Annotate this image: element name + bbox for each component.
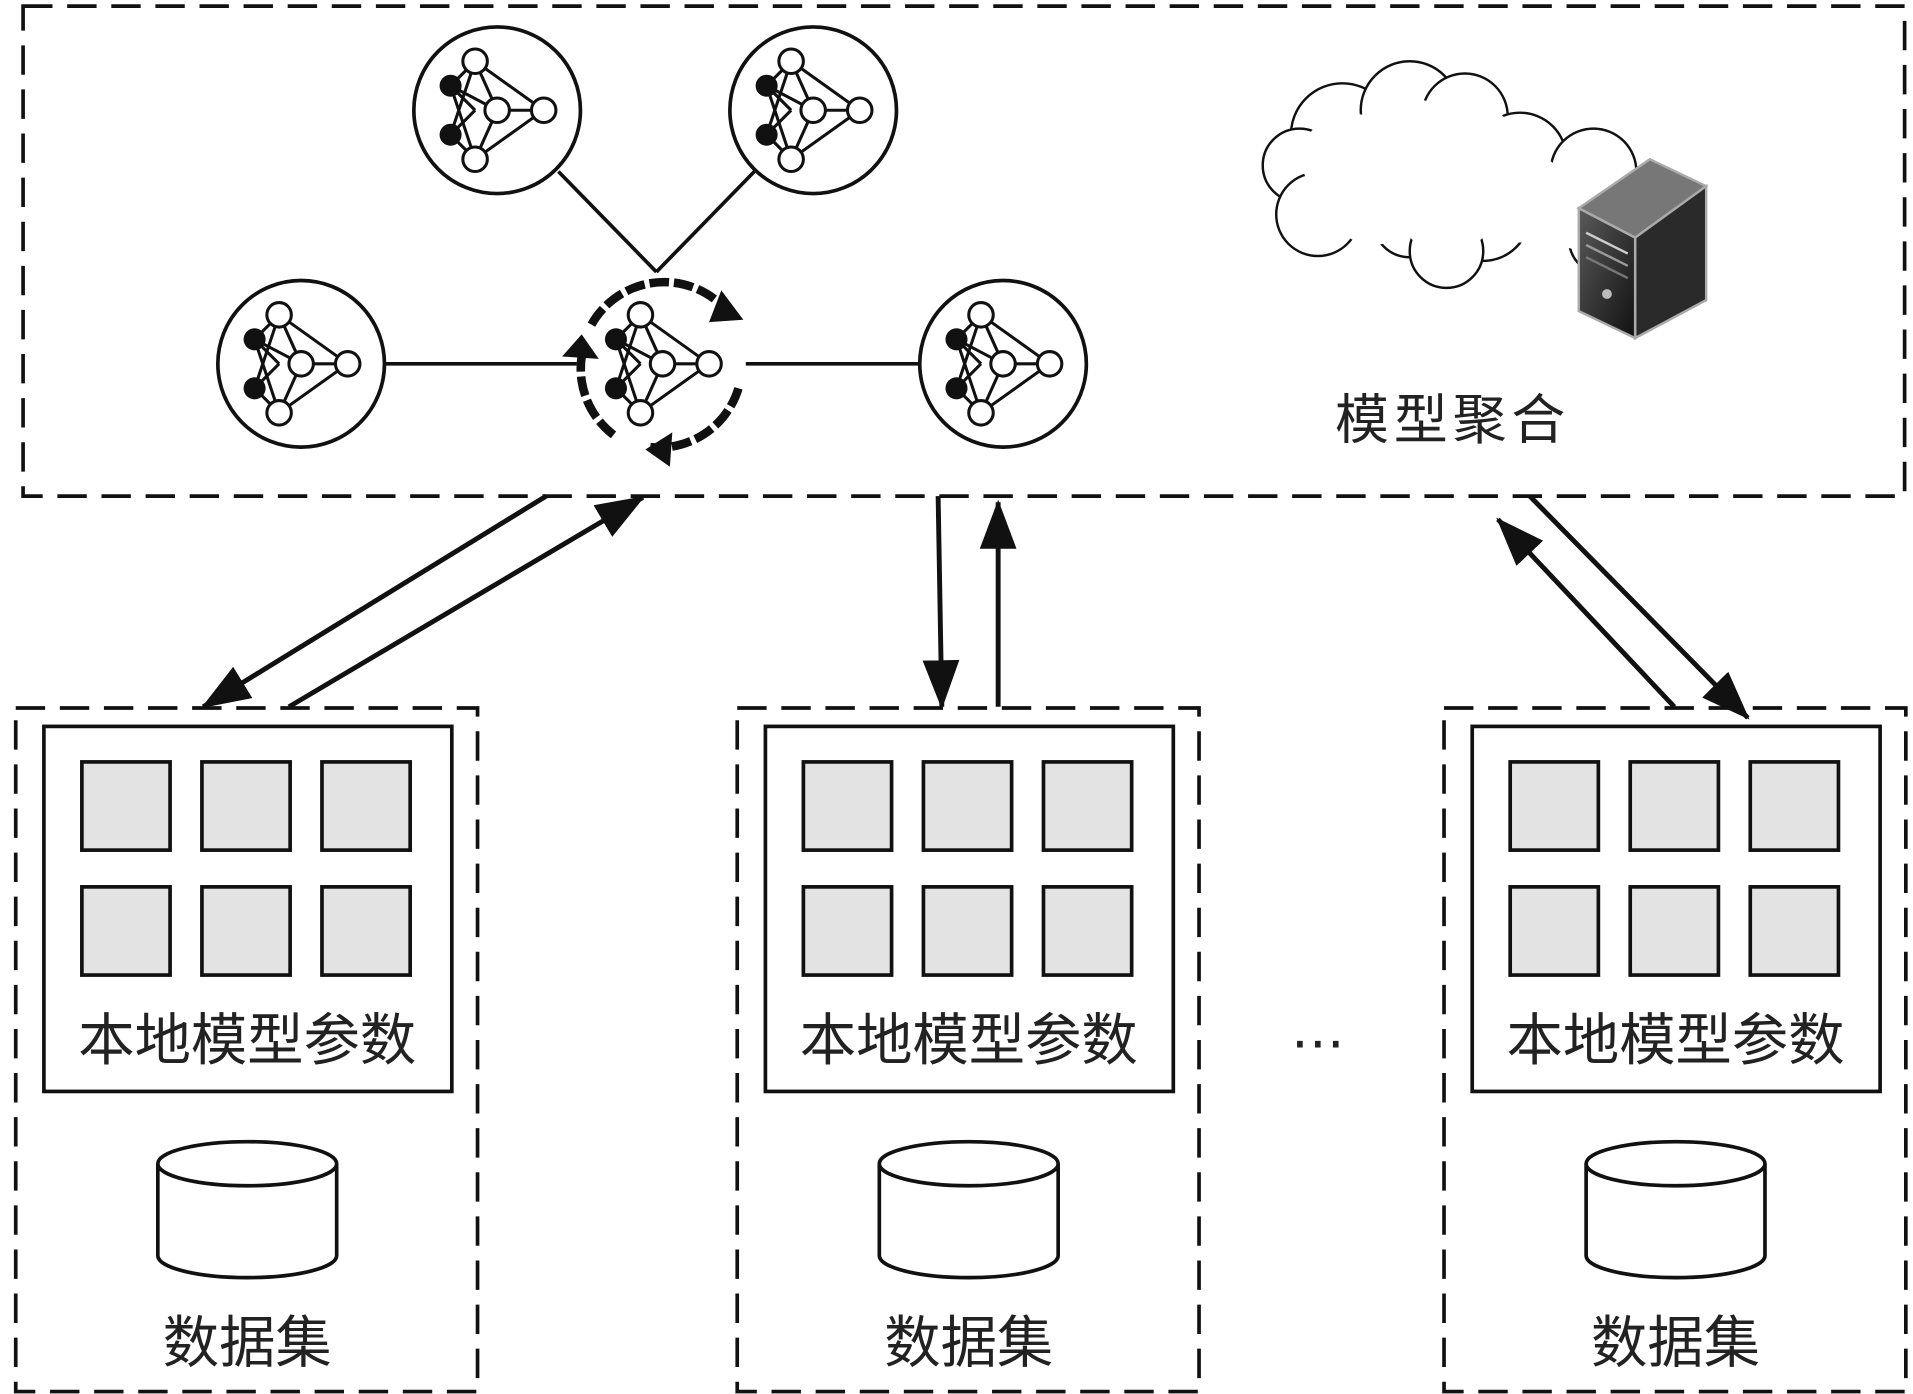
- param-cell: [801, 885, 894, 977]
- download-arrow-1: [201, 494, 548, 709]
- dataset-label: 数据集: [884, 1311, 1053, 1376]
- topology-links: [385, 170, 920, 366]
- dataset-label: 数据集: [163, 1311, 332, 1376]
- param-cell: [320, 885, 413, 977]
- aggregation-region: [21, 4, 1907, 498]
- param-cell: [1041, 760, 1134, 852]
- param-cell: [80, 760, 172, 852]
- client-model-node-1: [412, 25, 583, 196]
- sync-arrowhead: [709, 290, 744, 323]
- client-model-node-3: [216, 278, 387, 449]
- param-cell: [801, 760, 894, 852]
- download-arrow-2: [922, 496, 960, 710]
- param-cell: [320, 760, 413, 852]
- param-cell: [1628, 760, 1721, 852]
- database-icon: [1584, 1139, 1767, 1280]
- client-model-node-4: [917, 278, 1089, 449]
- param-cell: [921, 760, 1014, 852]
- local-params-label: 本地模型参数: [1507, 1009, 1845, 1074]
- neural-network-icon: [603, 301, 723, 427]
- param-cell: [1508, 885, 1601, 977]
- param-cell: [1748, 885, 1841, 977]
- aggregation-label: 模型聚合: [1335, 389, 1570, 452]
- database-icon: [877, 1139, 1061, 1280]
- global-model-node: [562, 277, 744, 467]
- param-cell: [1041, 885, 1134, 977]
- ellipsis: …: [1291, 997, 1345, 1060]
- dataset-label: 数据集: [1591, 1311, 1760, 1376]
- upload-arrow-3: [1496, 517, 1677, 709]
- param-cell: [1508, 760, 1601, 852]
- sync-arrowhead: [645, 432, 673, 467]
- client-model-node-2: [728, 25, 899, 196]
- param-cell: [80, 885, 172, 977]
- param-cell: [1748, 760, 1841, 852]
- sync-arrowhead: [562, 334, 599, 359]
- client-boundary: [13, 706, 480, 1394]
- param-cell: [200, 760, 292, 852]
- server-icon: [1576, 157, 1709, 341]
- param-cell: [1628, 885, 1721, 977]
- communication-arrows: [201, 494, 1750, 720]
- param-cell: [200, 885, 292, 977]
- upload-arrow-1: [287, 495, 646, 709]
- client-boundary: [1442, 706, 1908, 1394]
- local-params-label: 本地模型参数: [78, 1009, 416, 1074]
- local-params-label: 本地模型参数: [800, 1009, 1138, 1074]
- client-boundary: [735, 706, 1201, 1394]
- param-cell: [921, 885, 1014, 977]
- database-icon: [155, 1139, 339, 1280]
- download-arrow-3: [1528, 494, 1750, 720]
